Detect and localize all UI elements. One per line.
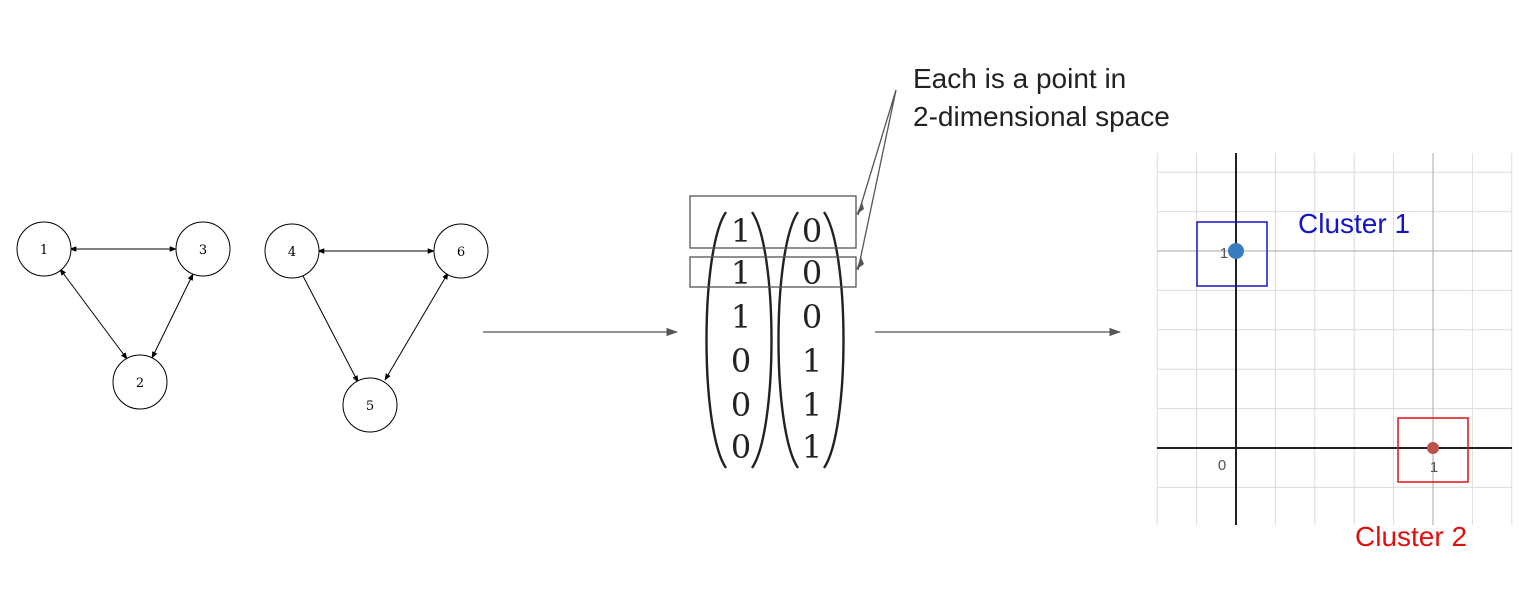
right-paren-col2 bbox=[823, 211, 845, 469]
node-label-3: 3 bbox=[199, 243, 207, 258]
matrix-cell: 0 bbox=[802, 298, 822, 336]
cluster-1-box bbox=[1196, 221, 1268, 287]
edge-1-2 bbox=[59, 268, 128, 360]
node-label-4: 4 bbox=[288, 245, 296, 260]
eigenvector-matrix: 1 1 1 0 0 0 0 0 0 1 1 1 bbox=[689, 195, 857, 469]
matrix-cell: 0 bbox=[731, 428, 751, 466]
graph-node-6 bbox=[433, 223, 489, 279]
callout-pointer-tip-1 bbox=[856, 202, 864, 215]
matrix-cell: 1 bbox=[731, 254, 751, 292]
callout-line-2: 2-dimensional space bbox=[913, 101, 1170, 132]
node-label-6: 6 bbox=[457, 245, 465, 260]
point-cluster-1 bbox=[1228, 243, 1244, 259]
graph-node-4 bbox=[264, 223, 320, 279]
matrix-cell: 1 bbox=[802, 342, 822, 380]
graph-left: 1 3 2 bbox=[16, 221, 231, 410]
left-paren-col1 bbox=[705, 211, 727, 469]
cluster-1-label: Cluster 1 bbox=[1298, 208, 1410, 239]
callout: Each is a point in 2-dimensional space bbox=[856, 63, 1170, 271]
edge-6-5 bbox=[384, 272, 449, 381]
callout-pointer bbox=[857, 89, 897, 271]
matrix-cell: 0 bbox=[802, 212, 822, 250]
row-highlight-box-2 bbox=[689, 256, 857, 288]
callout-line-1: Each is a point in bbox=[913, 63, 1126, 94]
matrix-cell: 0 bbox=[731, 342, 751, 380]
right-paren-col1 bbox=[751, 211, 773, 469]
node-label-5: 5 bbox=[366, 399, 374, 414]
origin-label: 0 bbox=[1218, 457, 1226, 474]
node-label-2: 2 bbox=[136, 376, 144, 391]
coordinate-plot: 0 1 1 Cluster 1 Cluster 2 bbox=[1156, 153, 1513, 552]
graph-node-3 bbox=[175, 221, 231, 277]
matrix-cell: 1 bbox=[802, 386, 822, 424]
graph-node-5 bbox=[342, 377, 398, 433]
callout-pointer-tip-2 bbox=[856, 257, 864, 270]
graph-right: 4 6 5 bbox=[264, 223, 489, 433]
edge-4-5 bbox=[302, 275, 359, 383]
left-paren-col2 bbox=[777, 211, 799, 469]
matrix-cell: 0 bbox=[802, 254, 822, 292]
point-cluster-2 bbox=[1427, 442, 1439, 454]
matrix-cell: 1 bbox=[731, 212, 751, 250]
y-tick-label: 1 bbox=[1220, 245, 1228, 262]
matrix-cell: 1 bbox=[802, 428, 822, 466]
matrix-cell: 1 bbox=[731, 298, 751, 336]
cluster-2-label: Cluster 2 bbox=[1355, 521, 1467, 552]
row-highlight-box-1 bbox=[689, 195, 857, 249]
graph-node-2 bbox=[112, 354, 168, 410]
node-label-1: 1 bbox=[40, 243, 48, 258]
edge-3-2 bbox=[151, 273, 194, 359]
graph-node-1 bbox=[16, 221, 72, 277]
matrix-cell: 0 bbox=[731, 386, 751, 424]
x-tick-label: 1 bbox=[1430, 459, 1438, 476]
cluster-2-box bbox=[1397, 417, 1469, 483]
